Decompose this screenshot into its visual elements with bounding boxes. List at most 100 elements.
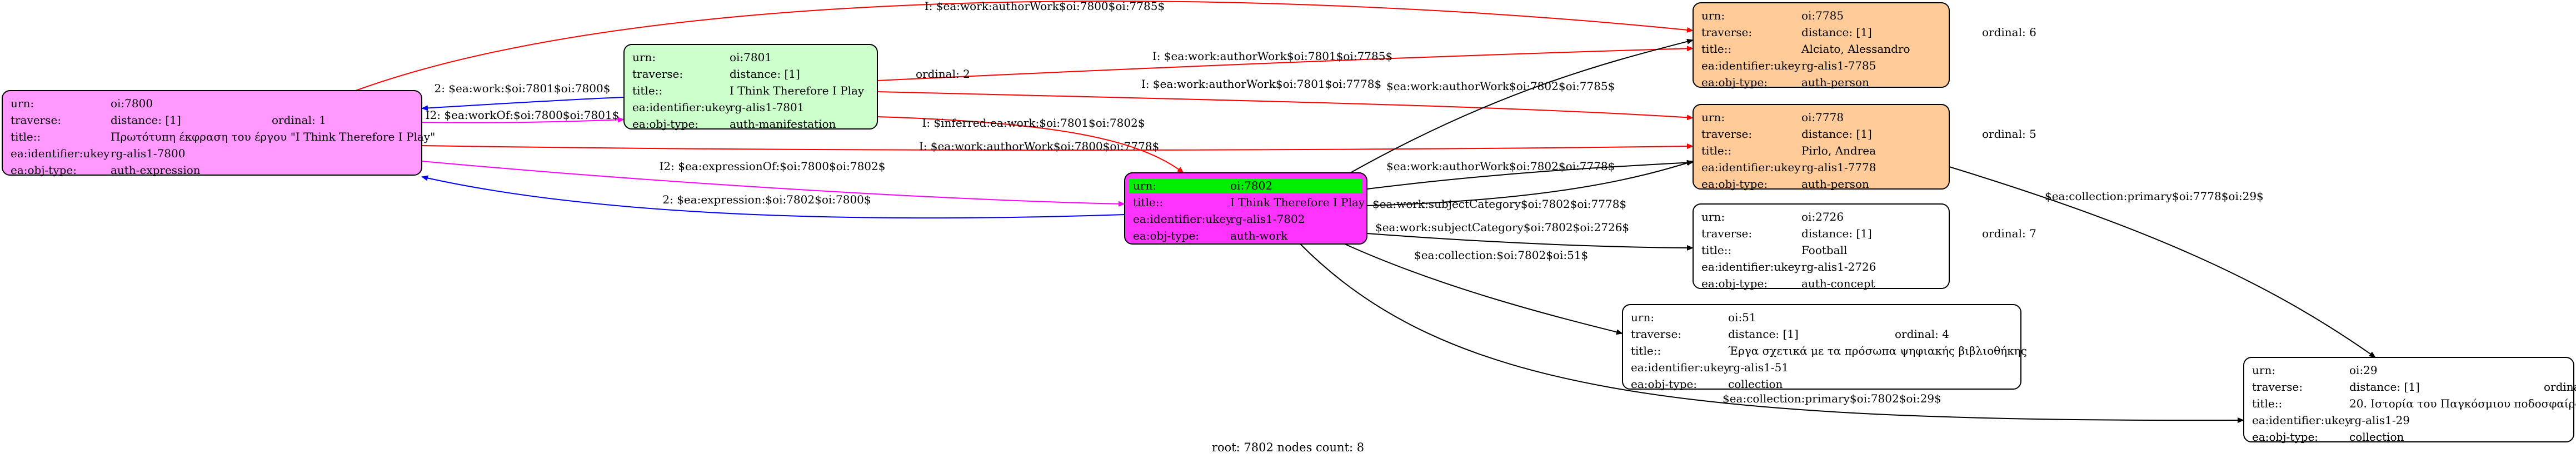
node-box	[1693, 203, 1950, 289]
field-key: ea:identifier:ukey	[2252, 414, 2352, 427]
field-value: auth-expression	[111, 163, 201, 177]
field-key: traverse:	[2252, 380, 2303, 394]
field-value: rg-alis1-7800	[111, 147, 185, 160]
field-key: title::	[1701, 42, 1731, 56]
edge-label: 2: $ea:work:$oi:7801$oi:7800$	[435, 82, 611, 95]
node-29[interactable]: urn: oi:29 traverse: distance: [1] ordinal: …	[2243, 357, 2576, 444]
field-key: traverse:	[1701, 26, 1752, 39]
field-value: rg-alis1-2726	[1801, 260, 1876, 273]
edge-line	[877, 46, 1694, 81]
edge-line	[1300, 243, 2244, 424]
field-value: oi:7785	[1801, 9, 1844, 22]
edge-line	[421, 117, 625, 123]
field-key: urn:	[2252, 364, 2275, 377]
field-extra: ordinal: 3	[2544, 380, 2576, 394]
field-value: oi:51	[1728, 311, 1756, 324]
field-key: traverse:	[1701, 127, 1752, 141]
edge-line	[1949, 166, 2376, 358]
field-key: ea:identifier:ukey	[1701, 59, 1801, 72]
edge: $ea:work:authorWork$oi:7802$oi:7778$	[1366, 160, 1694, 190]
field-key: title::	[2252, 397, 2282, 410]
edges-layer: I: $ea:work:authorWork$oi:7800$oi:7785$ I…	[355, 0, 2376, 424]
node-box	[623, 44, 878, 130]
urn-highlight	[1129, 178, 1362, 193]
field-value: rg-alis1-7778	[1801, 161, 1876, 174]
edge: I: $ea:work:authorWork$oi:7800$oi:7778$	[421, 140, 1694, 153]
field-value: auth-person	[1801, 177, 1869, 191]
field-key: title::	[1701, 144, 1731, 157]
edge: $ea:collection:$oi:7802$oi:51$	[1344, 243, 1623, 335]
field-key: urn:	[1631, 311, 1654, 324]
edge: I: $ea:work:authorWork$oi:7801$oi:7785$	[877, 46, 1694, 81]
field-key: traverse:	[1701, 227, 1752, 240]
field-value: auth-work	[1230, 229, 1288, 242]
field-value: oi:7778	[1801, 111, 1844, 124]
field-key: ea:identifier:ukey	[632, 101, 732, 114]
field-value: rg-alis1-29	[2349, 414, 2410, 427]
edge-line	[355, 1, 1694, 91]
field-value: oi:7801	[730, 51, 772, 64]
field-key: urn:	[11, 97, 34, 110]
field-extra: ordinal: 6	[1982, 26, 2036, 39]
edge-label: I: $ea:work:authorWork$oi:7800$oi:7785$	[925, 0, 1165, 13]
edge-label: $ea:work:subjectCategory$oi:7802$oi:2726…	[1375, 221, 1629, 234]
field-value: I Think Therefore I Play	[730, 84, 865, 97]
node-box	[2, 90, 422, 176]
edge-line	[1344, 243, 1623, 335]
field-value: distance: [1]	[1728, 327, 1799, 341]
edge-label: I: $ea:work:authorWork$oi:7801$oi:7778$	[1141, 77, 1381, 91]
field-extra: ordinal: 7	[1982, 227, 2036, 240]
edge-line	[421, 97, 625, 111]
edge-label: $ea:collection:primary$oi:7778$oi:29$	[2045, 190, 2264, 203]
field-value: oi:7802	[1230, 179, 1272, 192]
edge: $ea:collection:primary$oi:7778$oi:29$	[1949, 166, 2376, 358]
field-value: auth-person	[1801, 76, 1869, 89]
field-value: Πρωτότυπη έκφραση του έργου "I Think The…	[111, 130, 435, 143]
edge-label: $ea:work:authorWork$oi:7802$oi:7785$	[1386, 79, 1615, 93]
field-key: title::	[632, 84, 662, 97]
field-key: traverse:	[1631, 327, 1681, 341]
field-extra: ordinal: 5	[1982, 127, 2036, 141]
field-key: ea:obj-type:	[1701, 76, 1768, 89]
field-value: rg-alis1-7801	[730, 101, 804, 114]
edge: I: $ea:work:authorWork$oi:7800$oi:7785$	[355, 0, 1694, 91]
field-key: title::	[11, 130, 41, 143]
field-value: oi:29	[2349, 364, 2378, 377]
edge: $ea:work:subjectCategory$oi:7802$oi:2726…	[1366, 221, 1694, 251]
field-value: auth-manifestation	[730, 117, 836, 131]
edge-label: I2: $ea:workOf:$oi:7800$oi:7801$	[426, 108, 620, 122]
field-value: I Think Therefore I Play	[1230, 196, 1365, 209]
field-key: traverse:	[11, 113, 61, 127]
field-value: rg-alis1-7785	[1801, 59, 1876, 72]
edge: 2: $ea:work:$oi:7801$oi:7800$	[421, 82, 625, 111]
field-key: title::	[1631, 344, 1661, 357]
field-key: ea:identifier:ukey	[1701, 260, 1801, 273]
edge-line	[1350, 38, 1694, 173]
field-key: ea:obj-type:	[11, 163, 77, 177]
edge-label: I2: $ea:expressionOf:$oi:7800$oi:7802$	[660, 160, 886, 173]
field-key: ea:obj-type:	[1701, 177, 1768, 191]
field-key: urn:	[1133, 179, 1156, 192]
edge: $ea:work:authorWork$oi:7802$oi:7785$	[1350, 38, 1694, 173]
edge: I: $inferred:ea:work:$oi:7801$oi:7802$	[877, 116, 1184, 173]
edge: I2: $ea:expressionOf:$oi:7800$oi:7802$	[421, 160, 1125, 207]
edge: I2: $ea:workOf:$oi:7800$oi:7801$	[421, 108, 625, 123]
field-key: title::	[1133, 196, 1163, 209]
field-value: collection	[2349, 430, 2404, 444]
field-value: collection	[1728, 377, 1783, 391]
field-value: distance: [1]	[730, 67, 800, 81]
edge-label: 2: $ea:expression:$oi:7802$oi:7800$	[662, 193, 871, 206]
field-value: oi:2726	[1801, 210, 1844, 223]
field-value: 20. Ιστορία του Παγκόσμιου ποδοσφαίρου	[2349, 397, 2576, 410]
field-value: distance: [1]	[1801, 26, 1872, 39]
edge-label: $ea:work:authorWork$oi:7802$oi:7778$	[1386, 160, 1615, 173]
field-value: distance: [1]	[2349, 380, 2420, 394]
